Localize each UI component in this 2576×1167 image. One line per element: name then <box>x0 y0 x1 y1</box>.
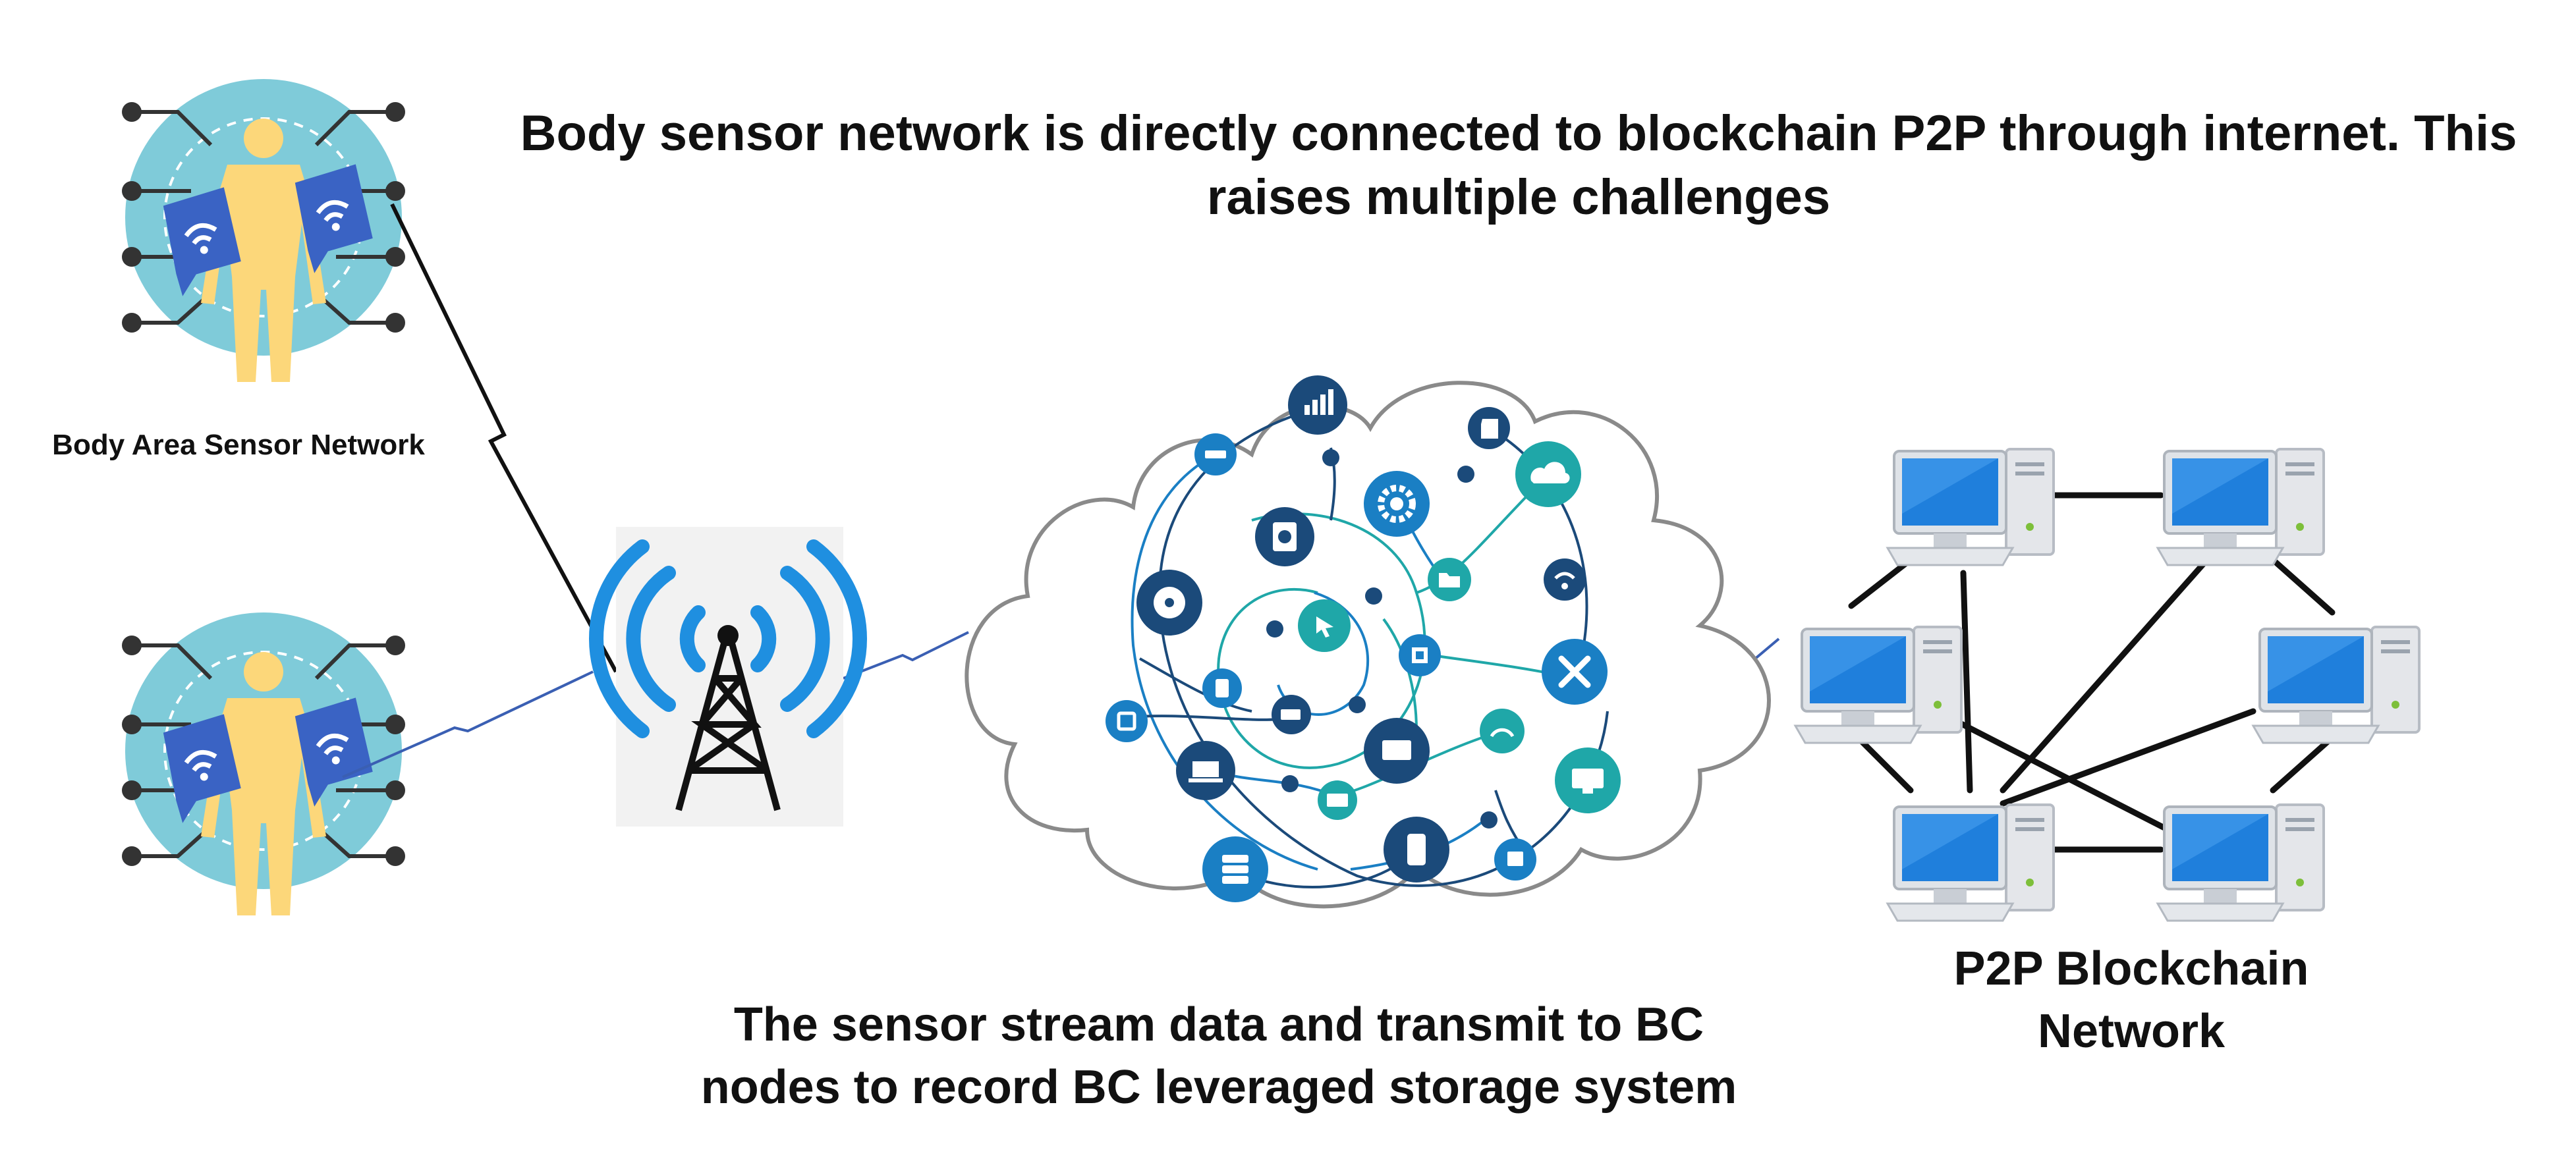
p2p-label-line-1: P2P Blockchain <box>1954 942 2309 995</box>
folder-icon <box>1428 558 1471 601</box>
keyboard-icon <box>1318 780 1357 820</box>
headline-line-1: Body sensor network is directly connecte… <box>520 105 2517 161</box>
desktop-computer-icon <box>1886 803 2055 922</box>
window-icon <box>1494 838 1536 881</box>
battery-icon <box>1272 695 1311 734</box>
p2p-links <box>1848 492 2336 853</box>
router-icon <box>1194 433 1237 475</box>
monitor-small-icon <box>1364 718 1430 784</box>
desktop-computer-icon <box>2156 803 2325 922</box>
monitor-icon <box>1555 747 1621 813</box>
body-sensor-hub-top <box>122 79 405 382</box>
desktop-computer-icon <box>1886 448 2055 566</box>
gauge-icon <box>1480 709 1525 753</box>
desktop-computer-icon <box>2252 626 2421 744</box>
wireless-link-top <box>390 203 618 673</box>
wireless-link-bottom <box>342 670 594 778</box>
smartphone-icon <box>1384 817 1449 882</box>
wifi-icon <box>1544 558 1586 601</box>
caption-line-2: nodes to record BC leveraged storage sys… <box>701 1061 1737 1114</box>
desktop-computer-icon <box>1794 626 1963 744</box>
disc-icon <box>1136 570 1202 636</box>
database-icon <box>1202 836 1268 902</box>
export-icon <box>1106 700 1148 742</box>
laptop-icon <box>1176 741 1235 800</box>
bar-chart-icon <box>1288 375 1347 435</box>
usb-icon <box>1202 668 1242 708</box>
harddisk-icon <box>1255 507 1314 566</box>
body-area-label: Body Area Sensor Network <box>52 429 425 461</box>
wireless-link-tower-cloud <box>843 631 969 680</box>
desktop-computer-icon <box>2156 448 2325 566</box>
cloud-wifi-icon <box>1515 441 1581 507</box>
wrench-icon <box>1542 639 1608 705</box>
headline-line-2: raises multiple challenges <box>1207 169 1830 225</box>
cursor-icon <box>1298 599 1351 652</box>
sd-card-icon <box>1468 407 1510 449</box>
cloud-icon <box>965 381 1771 909</box>
caption-line-1: The sensor stream data and transmit to B… <box>734 998 1704 1051</box>
cloud-nodes <box>1106 375 1621 902</box>
chip-icon <box>1399 634 1441 676</box>
body-sensor-hub-bottom <box>122 612 405 915</box>
cell-tower-icon <box>589 527 867 827</box>
gear-icon <box>1364 471 1430 537</box>
p2p-label-line-2: Network <box>2038 1005 2226 1058</box>
